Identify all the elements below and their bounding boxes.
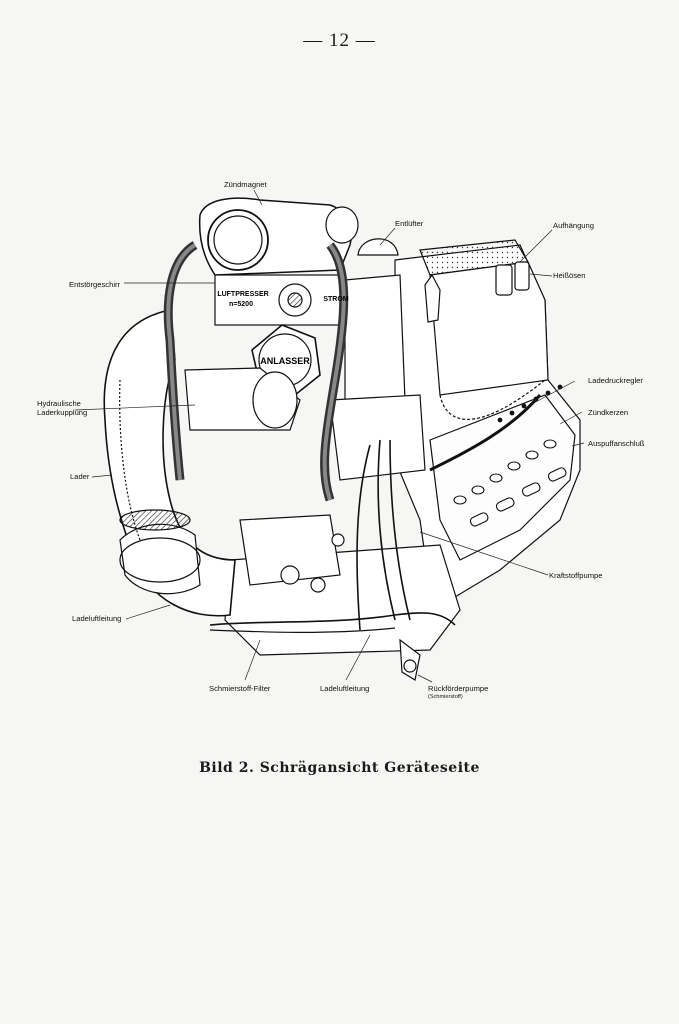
luftpresser-rpm-stamp: n=5200 [229,301,253,308]
label-hydraulische: Hydraulische [37,399,81,408]
label-kraftstoffpumpe: Kraftstoffpumpe [549,571,603,580]
label-schmierstoff-filter: Schmierstoff-Filter [209,684,271,693]
label-entluefter: Entlüfter [395,219,424,228]
label-heissoesen: Heißösen [553,271,586,280]
label-laderkupplung: Laderkupplung [37,408,88,417]
leader-lines [74,189,585,683]
label-lader: Lader [70,472,90,481]
label-zuendmagnet: Zündmagnet [224,180,267,189]
figure-caption: Bild 2. Schrägansicht Geräteseite [199,760,480,776]
page-number: — 12 — [303,30,376,51]
strom-stamp: STROM [323,296,348,303]
label-ladeluftleitung-bottom: Ladeluftleitung [320,684,370,693]
label-rueckfoerderpumpe-sub: (Schmierstoff) [428,694,463,700]
label-zuendkerzen: Zündkerzen [588,408,629,417]
label-rueckfoerderpumpe: Rückförderpumpe [428,684,489,693]
label-entstoergeschirr: Entstörgeschirr [69,280,121,289]
label-ladedruckregler: Ladedruckregler [588,376,643,385]
label-aufhaengung: Aufhängung [553,221,594,230]
anlasser-stamp: ANLASSER [260,356,310,366]
label-ladeluftleitung-left: Ladeluftleitung [72,614,122,623]
luftpresser-stamp: LUFTPRESSER [217,291,268,298]
label-auspuffanschluss: Auspuffanschluß [588,439,645,448]
engine-body [103,197,581,681]
